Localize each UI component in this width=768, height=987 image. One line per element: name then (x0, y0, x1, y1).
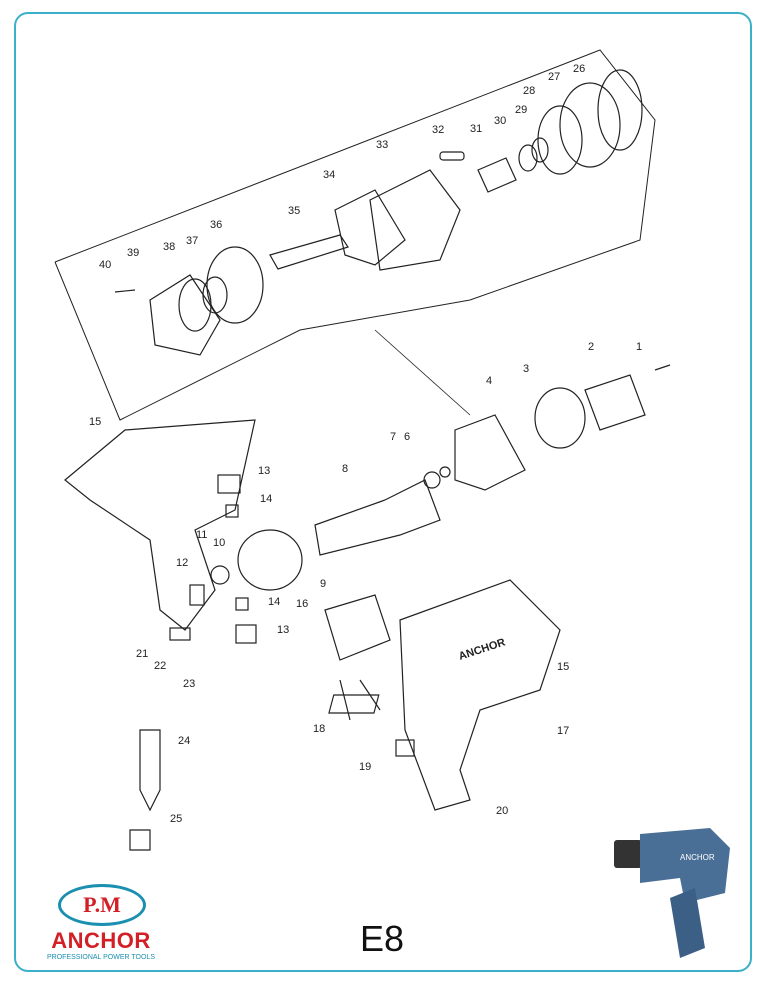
label-20: 20 (496, 805, 508, 817)
photo-chuck (614, 840, 642, 868)
label-18: 18 (313, 723, 325, 735)
part-35 (269, 234, 349, 270)
part-14-top (225, 504, 239, 518)
label-4: 4 (486, 375, 492, 387)
photo-brand-text: ANCHOR (680, 853, 715, 862)
part-29 (531, 137, 549, 163)
part-19 (395, 739, 415, 757)
label-39: 39 (127, 247, 139, 259)
part-25-plug (129, 829, 151, 851)
part-12 (189, 584, 205, 606)
label-25: 25 (170, 813, 182, 825)
label-7: 7 (390, 431, 396, 443)
label-13b: 13 (277, 624, 289, 636)
label-35: 35 (288, 205, 300, 217)
label-17: 17 (557, 725, 569, 737)
label-23: 23 (183, 678, 195, 690)
part-27 (559, 82, 621, 168)
part-9 (237, 529, 303, 591)
part-labels: 26 27 28 29 30 31 32 33 34 35 36 37 38 3… (89, 63, 642, 825)
label-36: 36 (210, 219, 222, 231)
label-21: 21 (136, 648, 148, 660)
label-16: 16 (296, 598, 308, 610)
label-38: 38 (163, 241, 175, 253)
label-13a: 13 (258, 465, 270, 477)
part-24-cord (139, 729, 161, 812)
label-19: 19 (359, 761, 371, 773)
part-34 (334, 189, 406, 266)
part-33 (369, 169, 461, 271)
label-34: 34 (323, 169, 335, 181)
part-36 (206, 246, 264, 324)
label-27: 27 (548, 71, 560, 83)
part-39 (149, 274, 221, 356)
part-3 (534, 387, 586, 449)
part-13-top (217, 474, 241, 494)
label-22: 22 (154, 660, 166, 672)
part-18 (339, 679, 381, 721)
part-37 (202, 276, 228, 314)
label-3: 3 (523, 363, 529, 375)
part-1 (654, 364, 671, 371)
part-26 (597, 69, 643, 151)
part-15-left-housing (64, 419, 256, 631)
part-31 (477, 157, 517, 193)
label-15b: 15 (557, 661, 569, 673)
part-30 (518, 144, 538, 172)
part-21 (169, 627, 191, 641)
label-24: 24 (178, 735, 190, 747)
brand-logo: P.M ANCHOR PROFESSIONAL POWER TOOLS (36, 880, 166, 970)
label-11: 11 (196, 529, 207, 541)
part-2-chuck (584, 374, 646, 431)
label-1: 1 (636, 341, 642, 353)
part-16-switch (324, 594, 391, 661)
label-29: 29 (515, 104, 527, 116)
gearbox-callout-outline (54, 49, 656, 421)
part-15-right-housing (399, 579, 561, 811)
callout-connector (374, 329, 471, 416)
housing-brand-text: ANCHOR (457, 637, 507, 663)
label-26: 26 (573, 63, 585, 75)
label-31: 31 (470, 123, 482, 135)
label-30: 30 (494, 115, 506, 127)
part-32 (439, 151, 465, 161)
logo-pm-text: P.M (83, 892, 121, 917)
label-28: 28 (523, 85, 535, 97)
part-38 (178, 278, 212, 332)
label-12: 12 (176, 557, 188, 569)
label-9: 9 (320, 578, 326, 590)
model-name: E8 (360, 918, 405, 959)
logo-brand-text: ANCHOR (51, 928, 151, 953)
part-28 (537, 105, 583, 175)
page-frame (14, 12, 752, 972)
label-33: 33 (376, 139, 388, 151)
label-8: 8 (342, 463, 348, 475)
part-8-armature (314, 479, 441, 556)
part-7 (423, 471, 441, 489)
label-37: 37 (186, 235, 198, 247)
label-14b: 14 (268, 596, 280, 608)
label-14a: 14 (260, 493, 272, 505)
photo-handle (670, 888, 705, 958)
main-parts (64, 364, 671, 851)
part-5-gear-housing (454, 414, 526, 491)
logo-tagline: PROFESSIONAL POWER TOOLS (46, 954, 155, 961)
label-10: 10 (213, 537, 225, 549)
label-2: 2 (588, 341, 594, 353)
logo-pm-badge: P.M (58, 884, 146, 926)
part-6 (439, 466, 451, 478)
label-15a: 15 (89, 416, 101, 428)
label-40: 40 (99, 259, 111, 271)
label-32: 32 (432, 124, 444, 136)
gearbox-parts (114, 69, 643, 356)
product-photo: ANCHOR (614, 828, 730, 958)
photo-body (640, 828, 730, 903)
part-14-bottom (235, 597, 249, 611)
part-40 (114, 289, 136, 293)
part-10 (210, 565, 230, 585)
label-6: 6 (404, 431, 410, 443)
part-13-bottom (235, 624, 257, 644)
